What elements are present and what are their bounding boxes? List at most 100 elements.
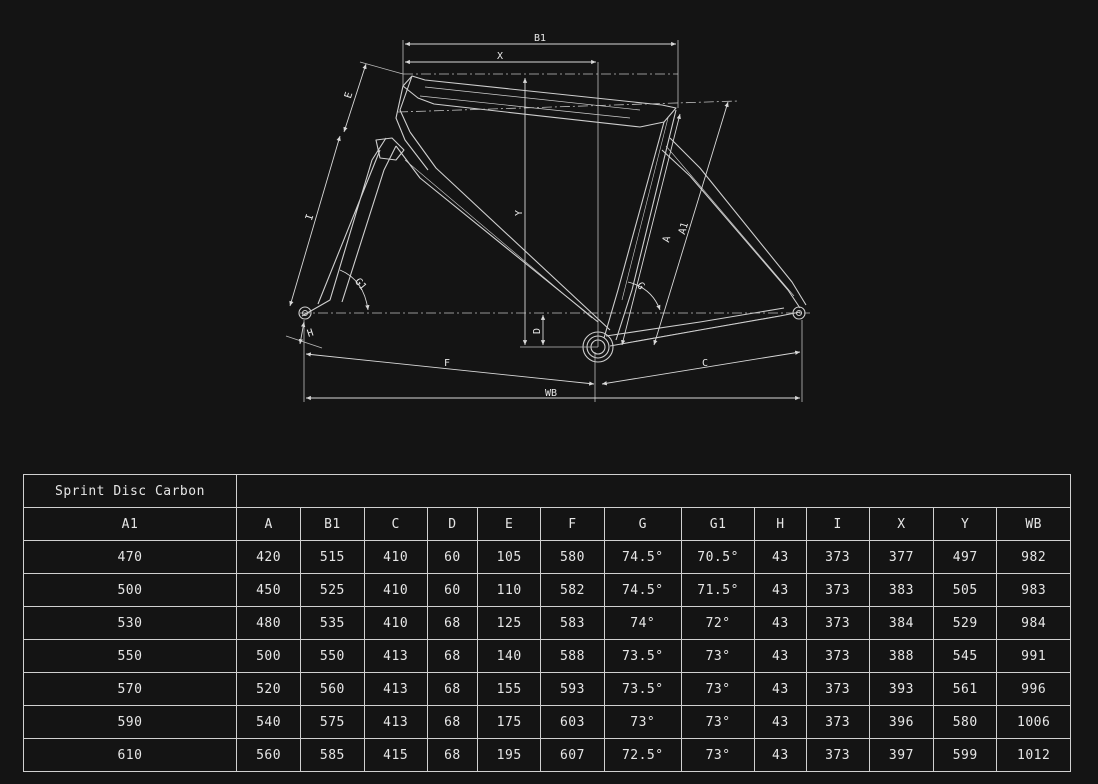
table-cell: 73° [680, 672, 756, 706]
frame-geometry-diagram: B1 X E I Y D A A1 G G1 H F C WB [285, 33, 810, 402]
table-cell: 68 [426, 639, 479, 673]
table-cell: 413 [363, 705, 428, 739]
table-cell: 603 [540, 705, 605, 739]
top-tube [402, 75, 677, 128]
table-cell: 373 [805, 573, 870, 607]
table-cell: 384 [868, 606, 935, 640]
column-header: F [540, 507, 605, 541]
angle-g1 [339, 269, 370, 311]
fork-crown [375, 137, 405, 161]
table-cell: 593 [540, 672, 605, 706]
front-dropout [298, 306, 312, 320]
table-cell: 396 [868, 705, 935, 739]
table-cell: 73.5° [603, 639, 682, 673]
table-cell: 500 [235, 639, 302, 673]
label-e: E [343, 91, 355, 100]
frame-drawing [298, 75, 807, 363]
table-cell: 60 [426, 540, 479, 574]
label-a: A [661, 235, 673, 244]
table-cell: 72.5° [603, 738, 682, 772]
model-name: Sprint Disc Carbon [23, 474, 237, 508]
label-c: C [702, 358, 708, 369]
seat-cluster [395, 75, 429, 171]
table-cell: 561 [933, 672, 998, 706]
table-cell: 415 [363, 738, 428, 772]
table-cell: 70.5° [680, 540, 756, 574]
table-cell: 505 [933, 573, 998, 607]
table-cell: 43 [754, 738, 807, 772]
table-cell: 377 [868, 540, 935, 574]
table-cell: 140 [477, 639, 542, 673]
label-y: Y [514, 210, 525, 216]
table-cell: 982 [996, 540, 1071, 574]
column-header: G [603, 507, 682, 541]
table-cell: 68 [426, 705, 479, 739]
table-cell: 68 [426, 606, 479, 640]
dim-f [305, 352, 595, 386]
table-cell: 1012 [996, 738, 1071, 772]
table-cell: 560 [235, 738, 302, 772]
rear-dropout-axle [795, 309, 803, 317]
table-cell: 74.5° [603, 573, 682, 607]
table-cell: 105 [477, 540, 542, 574]
down-tube [395, 131, 611, 331]
seat-stay-line [665, 145, 795, 297]
table-cell: 125 [477, 606, 542, 640]
label-g: G [634, 280, 646, 292]
table-cell: 73.5° [603, 672, 682, 706]
table-cell: 560 [300, 672, 365, 706]
dim-a [621, 113, 681, 346]
table-cell: 610 [23, 738, 237, 772]
dim-a1 [653, 101, 729, 346]
chain-stay-line [619, 313, 791, 345]
table-cell: 195 [477, 738, 542, 772]
model-row: Sprint Disc Carbon [23, 474, 1072, 508]
table-cell: 599 [933, 738, 998, 772]
table-cell: 74° [603, 606, 682, 640]
dim-e [343, 63, 367, 133]
table-cell: 590 [23, 705, 237, 739]
table-cell: 155 [477, 672, 542, 706]
label-g1: G1 [352, 276, 368, 292]
table-cell: 585 [300, 738, 365, 772]
column-header: B1 [300, 507, 365, 541]
column-header: A1 [23, 507, 237, 541]
table-cell: 373 [805, 705, 870, 739]
table-cell: 530 [23, 606, 237, 640]
table-cell: 529 [933, 606, 998, 640]
table-cell: 413 [363, 639, 428, 673]
table-cell: 71.5° [680, 573, 756, 607]
table-cell: 373 [805, 606, 870, 640]
table-cell: 388 [868, 639, 935, 673]
table-cell: 373 [805, 639, 870, 673]
table-cell: 43 [754, 606, 807, 640]
column-header: WB [996, 507, 1071, 541]
table-cell: 535 [300, 606, 365, 640]
column-header: C [363, 507, 428, 541]
table-cell: 383 [868, 573, 935, 607]
table-cell: 575 [300, 705, 365, 739]
construction-lines [285, 40, 810, 402]
table-cell: 500 [23, 573, 237, 607]
angle-g [627, 281, 661, 311]
table-cell: 470 [23, 540, 237, 574]
table-cell: 73° [680, 738, 756, 772]
table-cell: 373 [805, 540, 870, 574]
column-header: Y [933, 507, 998, 541]
table-cell: 480 [235, 606, 302, 640]
table-cell: 984 [996, 606, 1071, 640]
table-cell: 72° [680, 606, 756, 640]
table-cell: 397 [868, 738, 935, 772]
label-h: H [306, 328, 315, 340]
table-cell: 373 [805, 672, 870, 706]
table-cell: 1006 [996, 705, 1071, 739]
label-f: F [444, 358, 450, 369]
label-a1: A1 [677, 221, 691, 236]
